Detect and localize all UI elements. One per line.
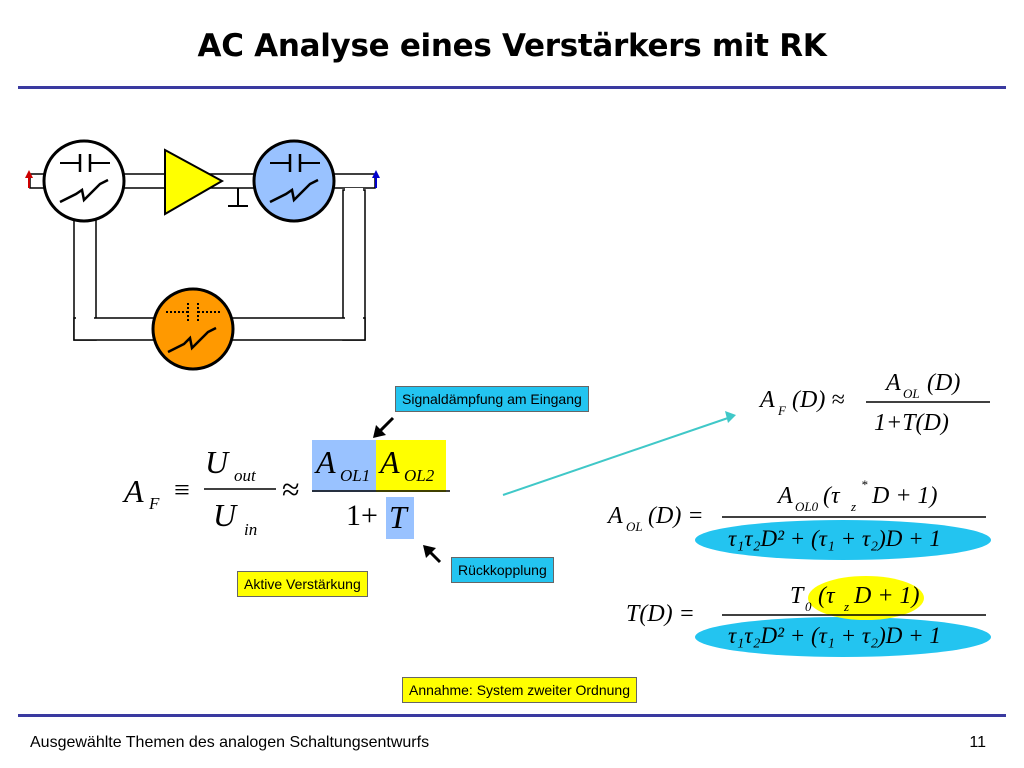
assumption-label: Annahme: System zweiter Ordnung: [402, 677, 637, 703]
af-num-subscript: OL: [903, 386, 920, 401]
af-symbol: A: [124, 473, 144, 509]
input-arrow-icon: [25, 170, 33, 188]
aol2-symbol: A: [380, 444, 400, 480]
aol2-highlight: [376, 440, 446, 492]
af-eq-symbol: A: [760, 387, 775, 413]
t-num-subscript: 0: [805, 599, 812, 614]
t-num-rest: (τ: [818, 583, 835, 609]
u-out-subscript: out: [234, 466, 256, 485]
footer-text: Ausgewählte Themen des analogen Schaltun…: [30, 734, 430, 751]
title-divider: [18, 86, 1006, 89]
u-in-subscript: in: [244, 520, 258, 539]
feedback-network-icon: [151, 287, 235, 371]
t-denominator-highlight: [695, 617, 991, 657]
u-in-symbol: U: [213, 497, 237, 533]
aol-eq-subscript: OL: [626, 519, 643, 534]
signal-attenuation-label: Signaldämpfung am Eingang: [395, 386, 589, 412]
arrow-to-af-approx-icon: [502, 411, 736, 496]
amplifier-icon: [164, 148, 248, 216]
aol-num-z: z: [851, 499, 857, 514]
af-eq-subscript: F: [778, 403, 786, 418]
aol1-symbol: A: [316, 444, 336, 480]
t-eq-lhs: T(D) =: [626, 601, 695, 627]
t-highlight: [386, 497, 414, 539]
aol-num-symbol: A: [778, 483, 793, 509]
af-subscript: F: [149, 494, 160, 513]
output-network-icon: [252, 139, 336, 223]
aol-denominator-highlight: [695, 520, 991, 560]
aol-eq-symbol: A: [608, 503, 623, 529]
af-num-arg: (D): [927, 370, 961, 396]
af-denominator: 1+T(D): [874, 410, 949, 436]
t-numerator-highlight: [808, 576, 924, 620]
arrow-to-aol1-icon: [373, 416, 395, 438]
arrow-to-t-icon: [423, 545, 442, 564]
aol1-highlight: [312, 440, 376, 492]
af-num-symbol: A: [886, 370, 901, 396]
t-num-symbol: T: [790, 583, 804, 609]
output-arrow-icon: [372, 170, 380, 188]
t-num-end: D + 1): [854, 583, 920, 609]
af-eq-arg: (D) ≈: [792, 387, 845, 413]
aol-num-rest: (τ: [823, 483, 840, 509]
aol-num-star: *: [861, 477, 868, 492]
t-denominator: τ₁τ₂D² + (τ₁ + τ₂)D + 1: [728, 623, 941, 648]
aol-denominator: τ₁τ₂D² + (τ₁ + τ₂)D + 1: [728, 526, 941, 551]
wire-gap-right: [345, 188, 363, 320]
aol1-subscript: OL1: [340, 466, 371, 485]
t-symbol: T: [389, 499, 407, 535]
aol-num-subscript: OL0: [795, 499, 819, 514]
t-num-z: z: [844, 599, 850, 614]
one-plus: 1+: [346, 499, 378, 532]
active-gain-label: Aktive Verstärkung: [237, 571, 368, 597]
aol-num-end: D + 1): [872, 483, 938, 509]
input-network-icon: [42, 139, 126, 223]
aol-eq-arg: (D) =: [648, 503, 704, 529]
slide-title: AC Analyse eines Verstärkers mit RK: [197, 28, 827, 64]
aol2-subscript: OL2: [404, 466, 435, 485]
approx-symbol: ≈: [282, 471, 300, 507]
equiv-symbol: ≡: [174, 475, 190, 506]
feedback-label: Rückkopplung: [451, 557, 554, 583]
u-out-symbol: U: [205, 444, 229, 480]
page-number: 11: [969, 734, 986, 751]
footer-divider: [18, 714, 1006, 717]
